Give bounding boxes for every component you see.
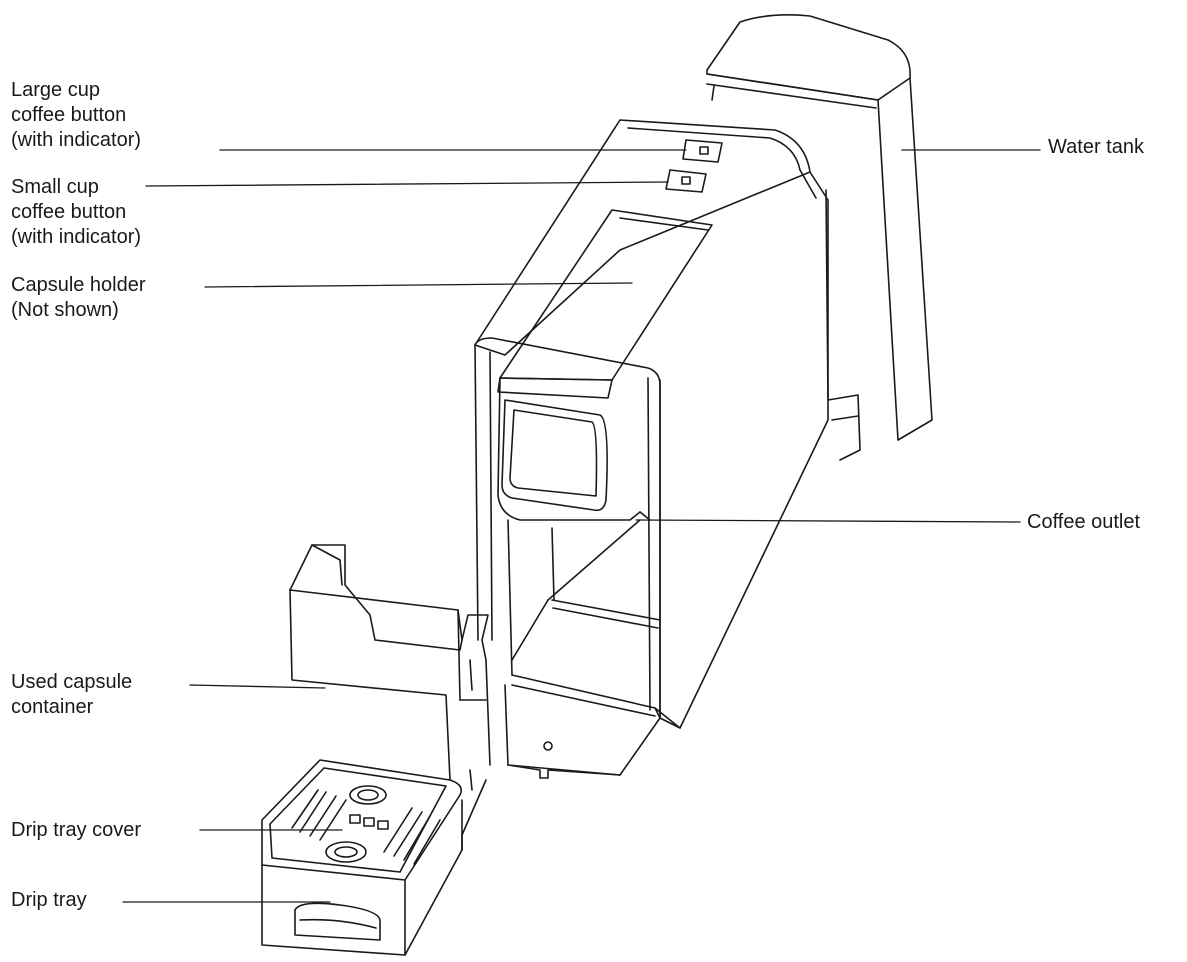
leader-lines (122, 149, 1041, 903)
drip-tray (261, 799, 463, 956)
small-cup-button (665, 169, 707, 193)
label-drip-tray: Drip tray (11, 889, 87, 911)
leader-coffee-outlet (635, 519, 1021, 523)
drip-tray-cover (261, 759, 463, 881)
label-drip-tray-cover: Drip tray cover (11, 819, 142, 841)
label-capsule-holder: Capsule holder (Not shown) (11, 274, 146, 321)
water-tank (706, 14, 933, 461)
label-large-cup-button: Large cup coffee button (with indicator) (11, 79, 142, 151)
label-used-capsule-container: Used capsule container (11, 671, 133, 718)
label-small-cup-button: Small cup coffee button (with indicator) (11, 176, 142, 248)
leader-used-capsule (189, 684, 326, 689)
leader-small-cup (145, 181, 669, 187)
large-cup-button (682, 139, 723, 163)
machine-body (474, 119, 829, 779)
leader-capsule-holder (204, 282, 633, 288)
label-water-tank: Water tank (1048, 136, 1144, 158)
label-coffee-outlet: Coffee outlet (1027, 511, 1141, 533)
used-capsule-container (289, 544, 491, 851)
